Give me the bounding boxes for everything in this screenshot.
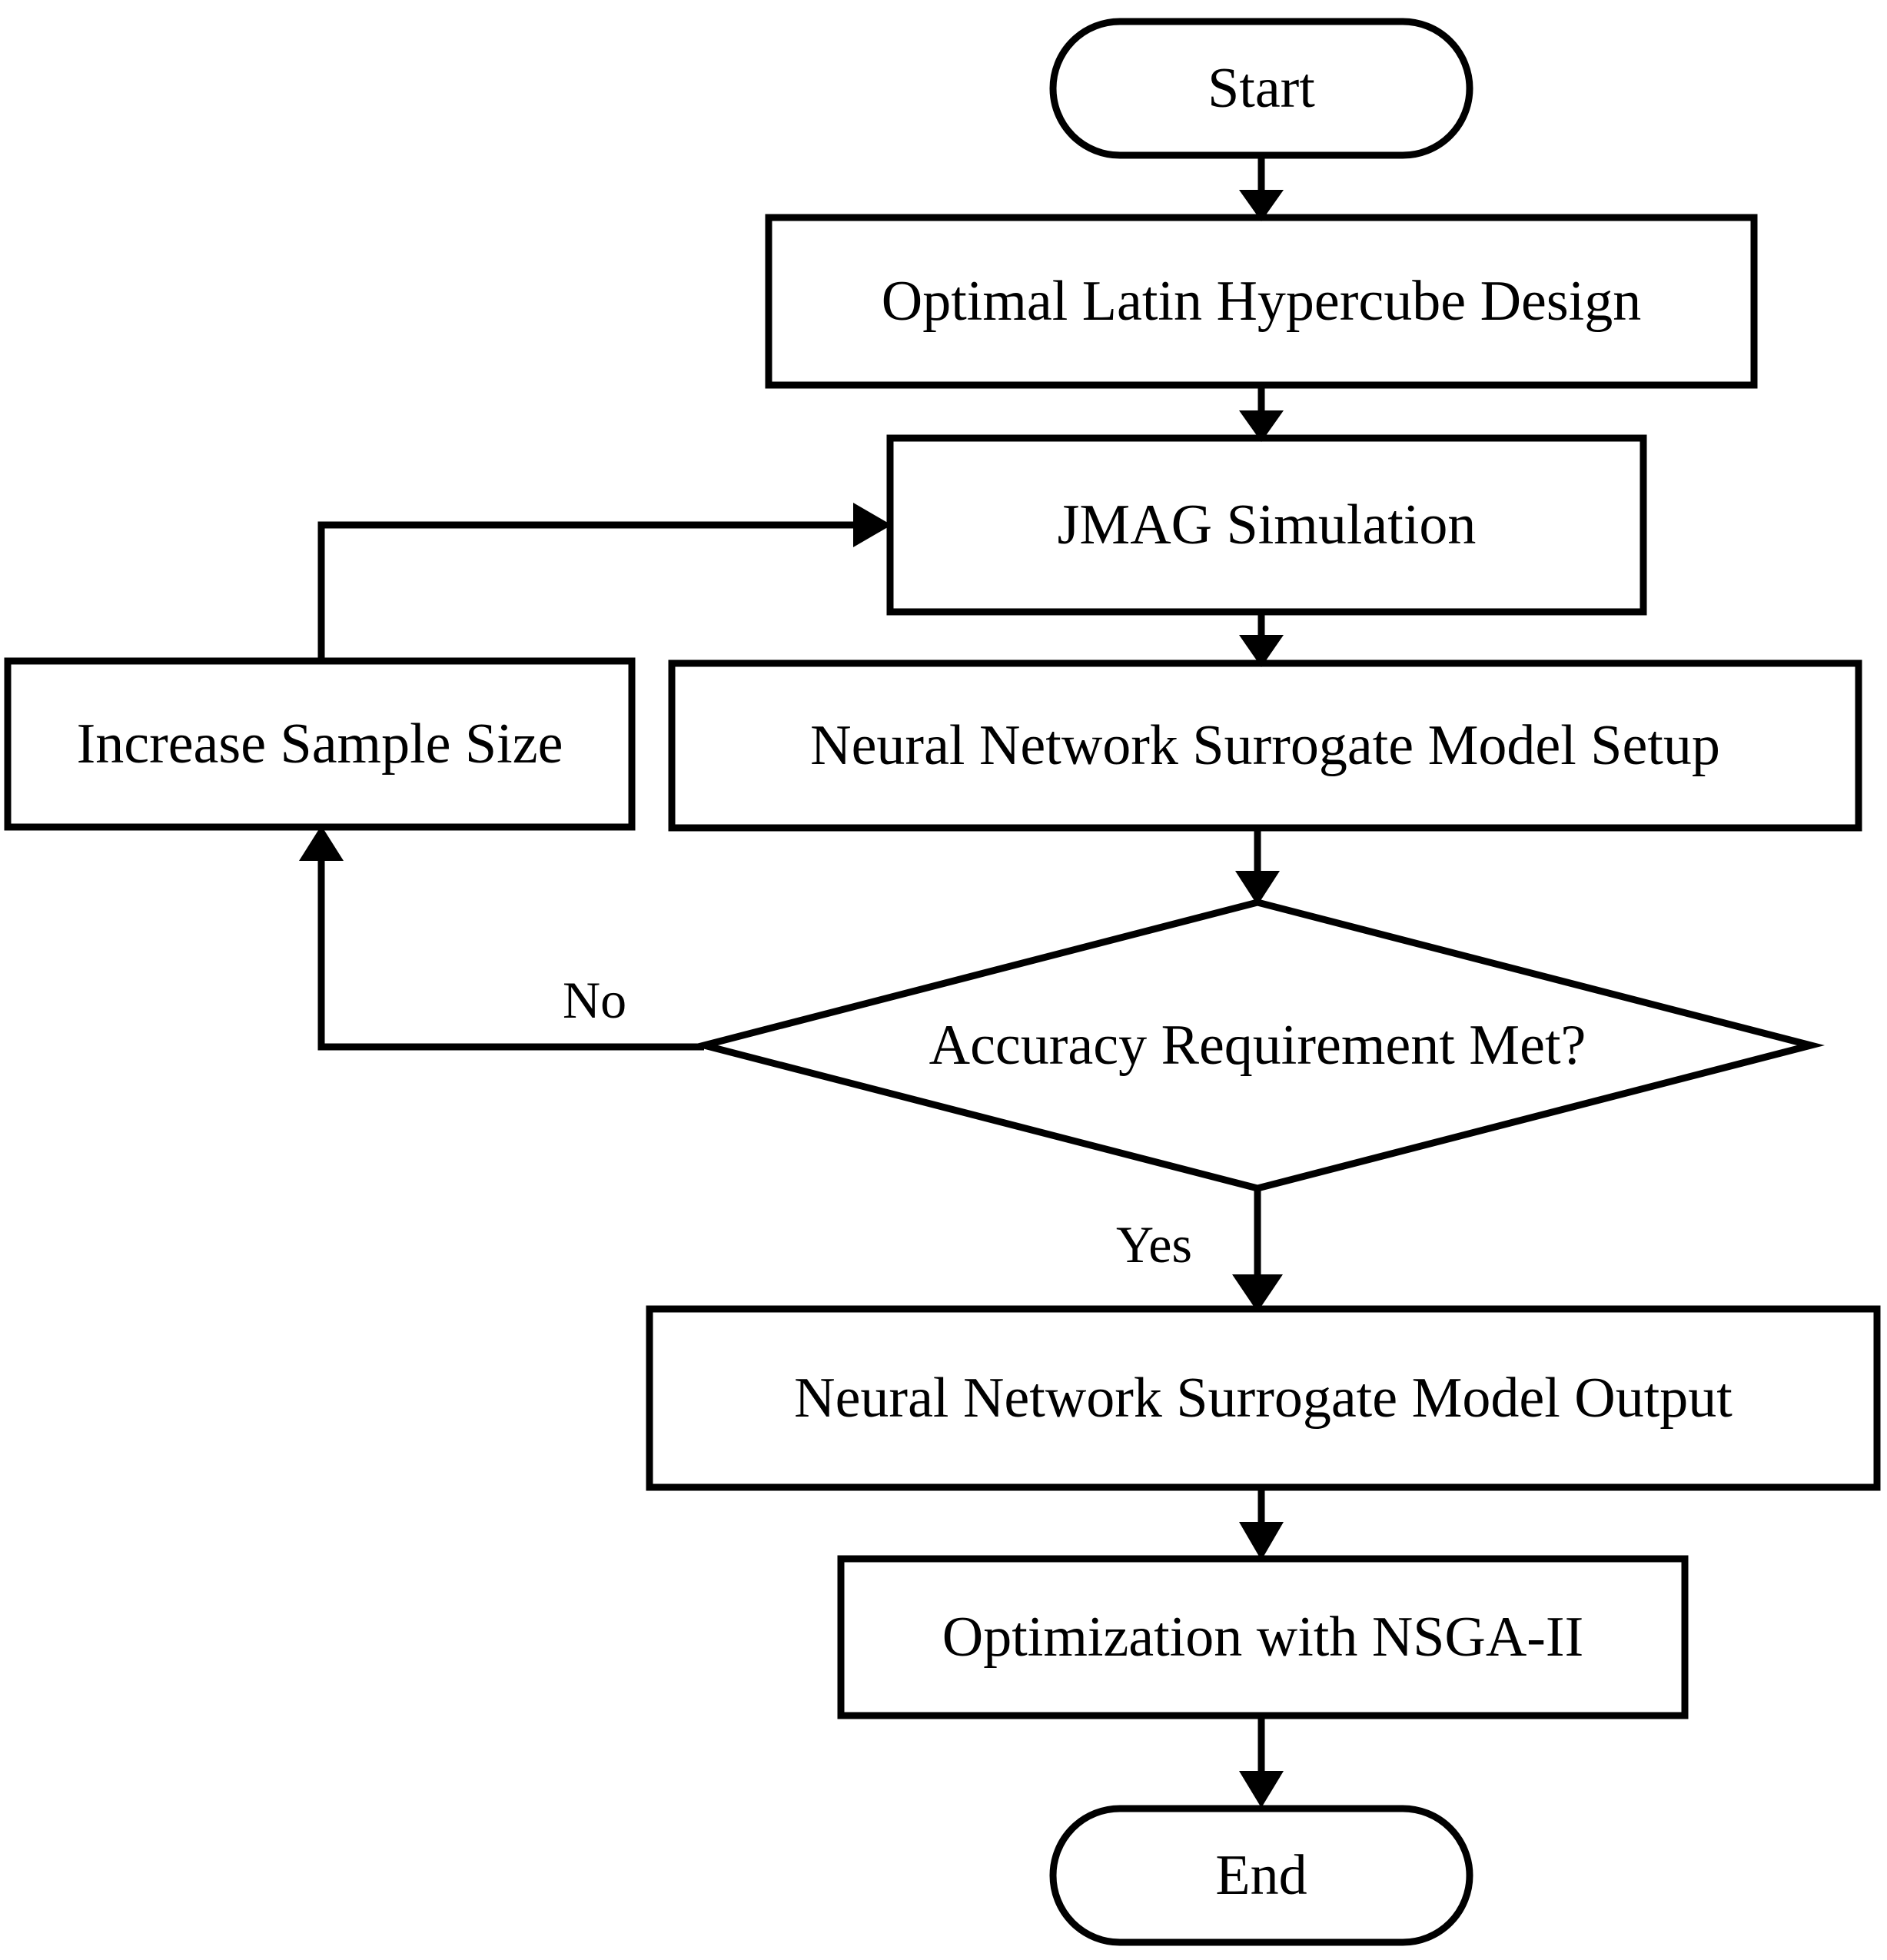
- node-jmag-simulation-shape[interactable]: [886, 434, 1647, 616]
- node-start-shape[interactable]: [1049, 18, 1473, 159]
- node-increase-sample-size-shape[interactable]: [4, 657, 636, 831]
- edge-jmag-to-nn-setup: [1239, 612, 1284, 667]
- node-neural-network-surrogate-model-output-shape[interactable]: [646, 1305, 1881, 1491]
- edge-nsga-to-end: [1239, 1716, 1284, 1808]
- edge-increase-sample-size-to-jmag: [317, 503, 892, 661]
- node-optimal-latin-hypercube-design-shape[interactable]: [765, 214, 1758, 389]
- edge-nn-output-to-nsga: [1239, 1487, 1284, 1560]
- edge-nn-setup-to-decision: [1235, 828, 1280, 905]
- edge-olhd-to-jmag: [1239, 385, 1284, 442]
- edge-decision-no-to-increase-sample-size: [299, 826, 704, 1051]
- edge-start-to-olhd: [1239, 155, 1284, 221]
- node-neural-network-surrogate-model-setup-shape[interactable]: [668, 659, 1862, 832]
- node-optimization-with-nsga-ii-shape[interactable]: [837, 1555, 1689, 1719]
- edge-decision-yes-to-nn-output: [1232, 1188, 1283, 1312]
- node-end-shape[interactable]: [1049, 1805, 1473, 1946]
- node-accuracy-requirement-met-shape[interactable]: [690, 899, 1825, 1192]
